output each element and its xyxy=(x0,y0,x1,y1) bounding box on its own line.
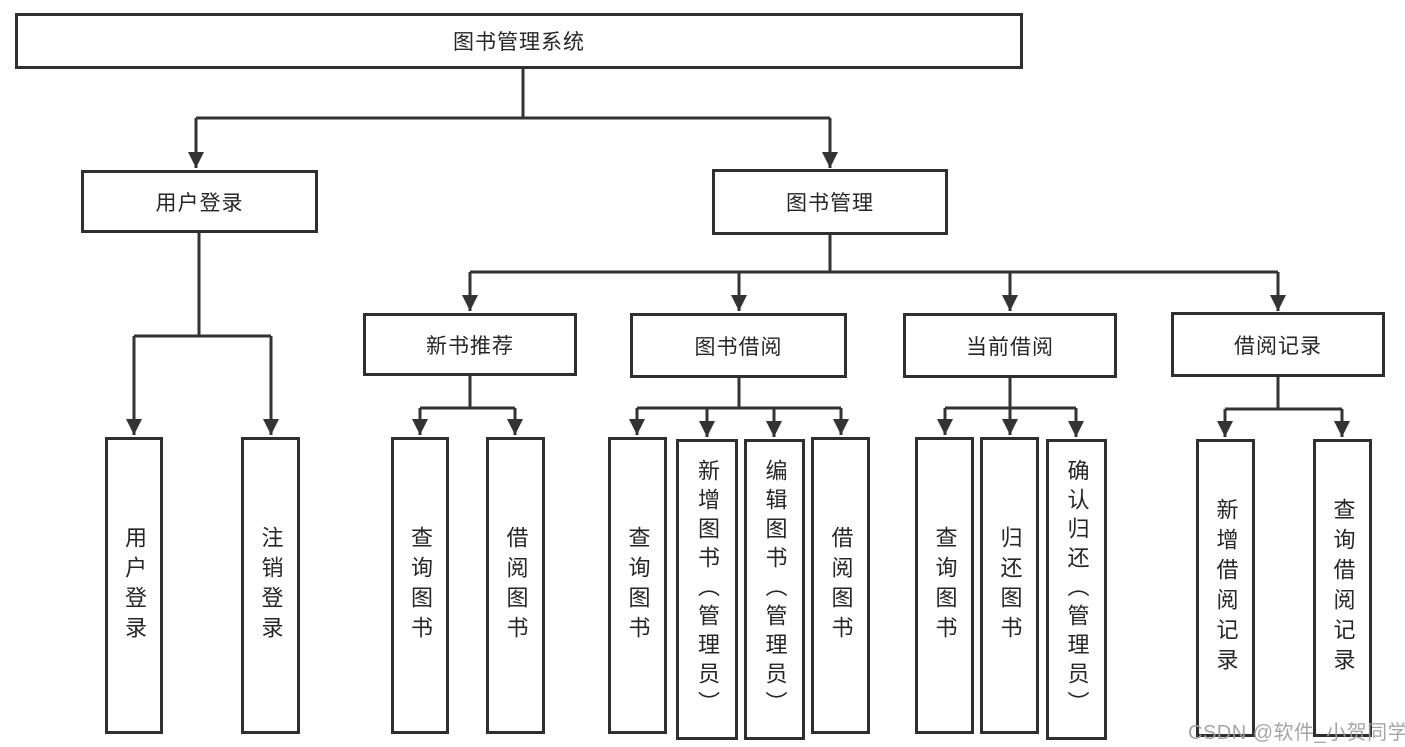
node-edit-book-admin: 编辑图书（管理员） xyxy=(744,439,805,740)
node-query-books-recommend: 查询图书 xyxy=(391,437,449,734)
node-book-management: 图书管理 xyxy=(712,169,948,235)
node-new-book-recommend: 新书推荐 xyxy=(363,313,577,376)
node-borrow-records: 借阅记录 xyxy=(1171,312,1385,377)
node-user-login-action: 用户登录 xyxy=(105,437,163,734)
node-add-borrow-record: 新增借阅记录 xyxy=(1196,439,1255,737)
node-query-books-current: 查询图书 xyxy=(915,437,974,734)
node-root: 图书管理系统 xyxy=(15,13,1023,69)
node-logout-action: 注销登录 xyxy=(241,437,300,734)
node-query-borrow-record: 查询借阅记录 xyxy=(1313,439,1372,737)
node-borrow-books-borrowing: 借阅图书 xyxy=(811,437,870,734)
node-return-book: 归还图书 xyxy=(980,437,1039,734)
node-user-login: 用户登录 xyxy=(81,170,318,233)
node-confirm-return-admin: 确认归还（管理员） xyxy=(1046,439,1107,740)
node-query-books-borrowing: 查询图书 xyxy=(608,437,667,734)
node-current-borrowing: 当前借阅 xyxy=(903,313,1117,378)
watermark-text: CSDN @软件_小贺同学 xyxy=(1188,722,1405,744)
node-add-book-admin: 新增图书（管理员） xyxy=(676,439,738,740)
node-borrow-books-recommend: 借阅图书 xyxy=(486,437,545,734)
node-book-borrowing: 图书借阅 xyxy=(630,313,847,378)
